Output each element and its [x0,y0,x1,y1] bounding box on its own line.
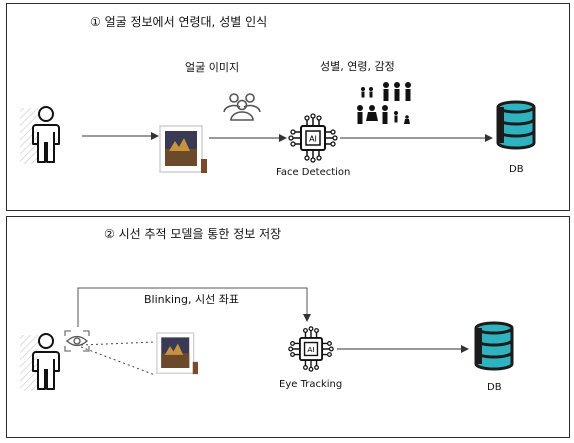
label-gaze: Blinking, 시선 좌표 [144,293,239,306]
arrow-person-to-photo [82,132,159,140]
arrow-photo-to-ai [209,134,287,142]
label-db: DB [509,164,524,175]
arrow-gaze-to-eye-tracking [77,287,311,327]
label-face-image: 얼굴 이미지 [185,61,240,74]
label-face-detection: Face Detection [276,167,351,178]
sight-lines [80,341,156,376]
label-db: DB [487,382,502,393]
panel1-title: ① 얼굴 정보에서 연령대, 성별 인식 [90,15,268,29]
people-group-icon [223,93,261,121]
ai-chip-icon: AI [288,113,338,163]
svg-text:AI: AI [309,135,317,144]
arrow-ai-to-db [337,345,469,353]
photo-frame-icon [159,125,207,173]
label-eye-tracking: Eye Tracking [279,379,343,390]
database-icon [496,100,536,150]
panel-face-recognition: ① 얼굴 정보에서 연령대, 성별 인식 얼굴 이미지 AI [6,3,570,211]
person-icon [20,106,60,164]
database-icon [474,321,514,371]
photo-frame-icon [156,332,198,375]
ai-chip-icon: AI [288,326,334,372]
family-figures-icon [357,82,411,124]
person-icon [20,333,60,391]
label-attributes: 성별, 연령, 감정 [320,60,395,73]
panel2-title: ② 시선 추적 모델을 통한 정보 저장 [104,227,282,241]
eye-scan-icon [64,330,90,352]
svg-text:AI: AI [307,345,314,354]
arrow-ai-to-db [340,134,493,142]
panel-eye-tracking: ② 시선 추적 모델을 통한 정보 저장 Blinking, 시선 좌표 AI [6,216,570,438]
